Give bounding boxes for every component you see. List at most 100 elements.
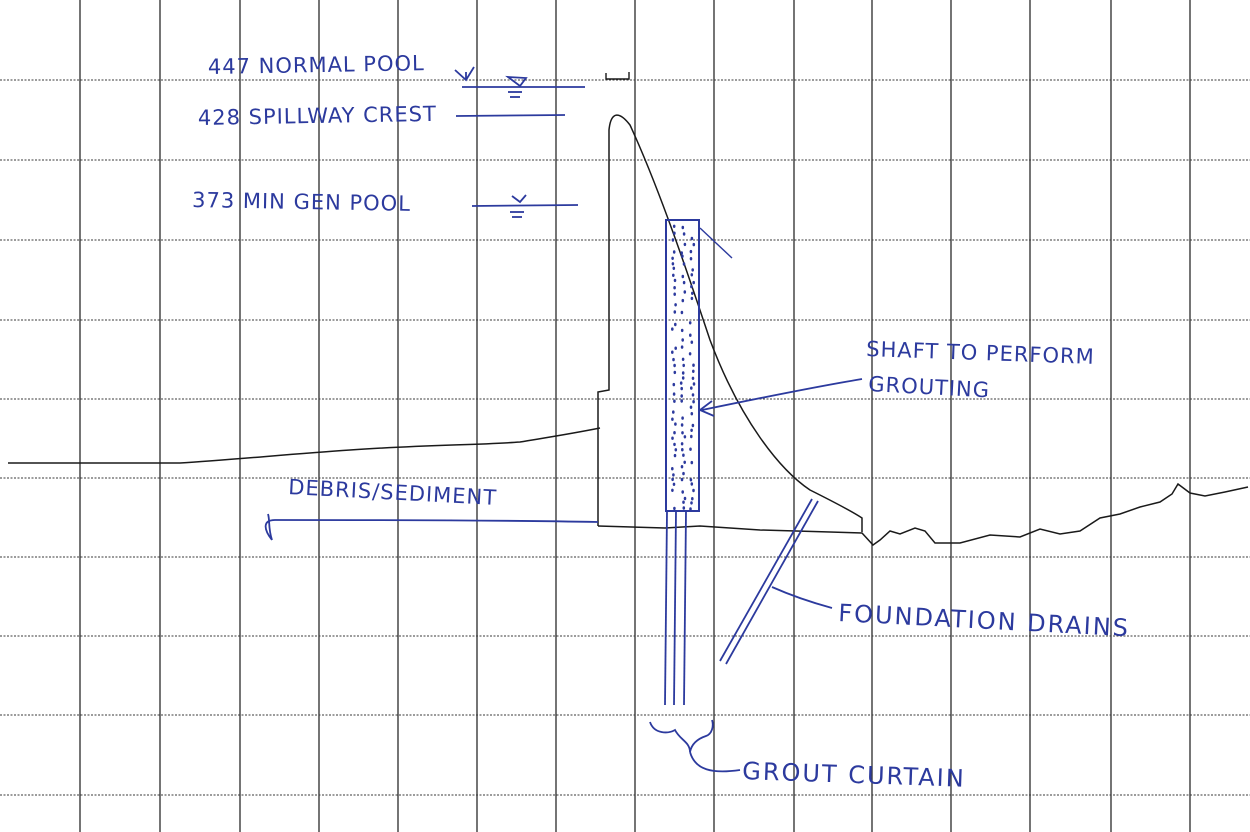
shaft-stipple-dot	[673, 431, 676, 435]
shaft-stipple-dot	[680, 345, 684, 349]
min-gen-pool-label: 373 MIN GEN POOL	[192, 188, 411, 216]
shaft-stipple-dot	[673, 363, 676, 368]
shaft-stipple-dot	[689, 257, 693, 261]
shaft-stipple-dot	[671, 350, 674, 354]
shaft-stipple-dot	[674, 322, 677, 327]
shaft-stipple-dot	[671, 477, 674, 482]
shaft-stipple-dot	[690, 482, 694, 486]
shaft-stipple-dot	[671, 327, 674, 331]
shaft-stipple-dot	[691, 376, 695, 380]
shaft-stipple-dot	[689, 405, 693, 409]
shaft-stipple-dot	[680, 399, 683, 403]
shaft-stipple-dot	[691, 291, 694, 295]
shaft-stipple-dot	[681, 254, 684, 258]
grout-curtain-label: GROUT CURTAIN	[742, 757, 966, 793]
shaft-stipple-dot	[690, 284, 693, 289]
shaft-stipple-dot	[673, 310, 677, 314]
shaft-stipple-dot	[689, 249, 693, 254]
shaft-stipple-dot	[689, 507, 692, 511]
shaft-stipple-dot	[681, 448, 684, 452]
foundation-drain	[719, 498, 819, 665]
shaft-stipple-dot	[681, 431, 684, 435]
shaft-stipple-dot	[673, 370, 677, 375]
shaft-stipple-dot	[673, 399, 676, 403]
shaft-stipple-dot	[690, 273, 694, 277]
shaft-stipple-dot	[692, 280, 695, 285]
spillway-crest-line	[455, 114, 566, 117]
shaft-stipple-dot	[683, 496, 687, 501]
shaft-stipple-dot	[683, 242, 687, 247]
shaft-stipple-dot	[681, 371, 685, 375]
shaft-stipple-dot	[682, 500, 685, 504]
grout-curtain-leader	[689, 751, 741, 773]
shaft-stipple-dot	[680, 465, 684, 469]
shaft-stipple-dot	[673, 442, 676, 447]
shaft-stipple-dot	[681, 357, 685, 361]
shaft-stipple-dot	[681, 225, 685, 230]
shaft-leader-arrowhead	[698, 400, 715, 417]
upstream-ground-line	[8, 427, 601, 464]
grout-curtain-lines	[664, 510, 687, 706]
shaft-stipple-dot	[674, 448, 678, 452]
shaft-stipple-dot	[683, 290, 687, 294]
shaft-stipple-dot	[680, 423, 684, 427]
shaft-stipple-dot	[682, 262, 686, 266]
shaft-stipple-dot	[673, 453, 677, 458]
shaft-stipple-dot	[680, 477, 684, 482]
shaft-stipple-dot	[690, 501, 693, 505]
shaft-stipple-dot	[682, 280, 686, 285]
shaft-stipple-dot	[680, 310, 684, 315]
shaft-stipple-dot	[680, 386, 683, 391]
shaft-stipple-dot	[672, 410, 675, 414]
shaft-stipple-dot	[674, 422, 677, 426]
shaft-stipple-dot	[682, 453, 685, 457]
grout-curtain-brace	[649, 719, 714, 753]
shaft-stipple-dot	[672, 357, 675, 362]
shaft-stipple-dot	[680, 442, 684, 446]
shaft-stipple-dot	[672, 266, 676, 270]
shaft-stipple-dot	[681, 490, 684, 494]
shaft-stipple-dot	[692, 488, 695, 493]
shaft-stipple-dot	[672, 250, 676, 254]
shaft-stipple-dot	[692, 363, 695, 367]
shaft-stipple-dot	[671, 238, 675, 242]
shaft-stipple-dot	[690, 236, 694, 241]
min-gen-pool-line	[471, 194, 579, 218]
shaft-stipple-dot	[673, 286, 676, 290]
crest-bracket-mark	[605, 72, 630, 80]
shaft-label-line1: SHAFT TO PERFORM	[866, 337, 1095, 369]
shaft-stipple-dot	[681, 274, 685, 279]
shaft-stipple-dot	[689, 447, 692, 451]
shaft-stipple-dot	[674, 303, 677, 307]
shaft-stipple-dot	[692, 382, 696, 386]
shaft-stipple-dot	[682, 506, 686, 510]
shaft-stipple-dot	[691, 268, 694, 272]
shaft-stipple-dot	[690, 296, 694, 301]
shaft-stipple-dot	[680, 251, 683, 255]
shaft-stipple-dot	[691, 423, 695, 428]
shaft-stipple-dot	[671, 262, 675, 266]
shaft-stipple-dot	[672, 482, 676, 486]
spillway-crest-label: 428 SPILLWAY CREST	[198, 102, 437, 130]
shaft-stipple-dot	[682, 232, 686, 236]
shaft-stipple-dot	[679, 381, 683, 385]
shaft-stipple-dot	[690, 428, 693, 432]
shaft-stipple-dot	[671, 417, 674, 421]
shaft-stipple-dot	[673, 292, 676, 296]
shaft-stipple-dot	[672, 273, 675, 277]
shaft-stipple-dot	[692, 242, 696, 247]
normal-pool-line	[454, 66, 585, 98]
shaft-stipple-dot	[680, 394, 683, 398]
shaft-stipple-dot	[681, 298, 685, 303]
shaft-stipple-dot	[689, 478, 693, 482]
dam-base-line	[597, 482, 1249, 546]
shaft-stipple-dot	[690, 434, 693, 439]
shaft-stipple-dot	[673, 506, 676, 511]
shaft-stipple-dot	[692, 400, 695, 404]
shaft-stipple-dot	[672, 382, 676, 387]
shaft-stipple-dot	[688, 321, 692, 325]
shaft-stipple-dot	[671, 436, 674, 440]
shaft-stipple-dot	[681, 376, 685, 380]
